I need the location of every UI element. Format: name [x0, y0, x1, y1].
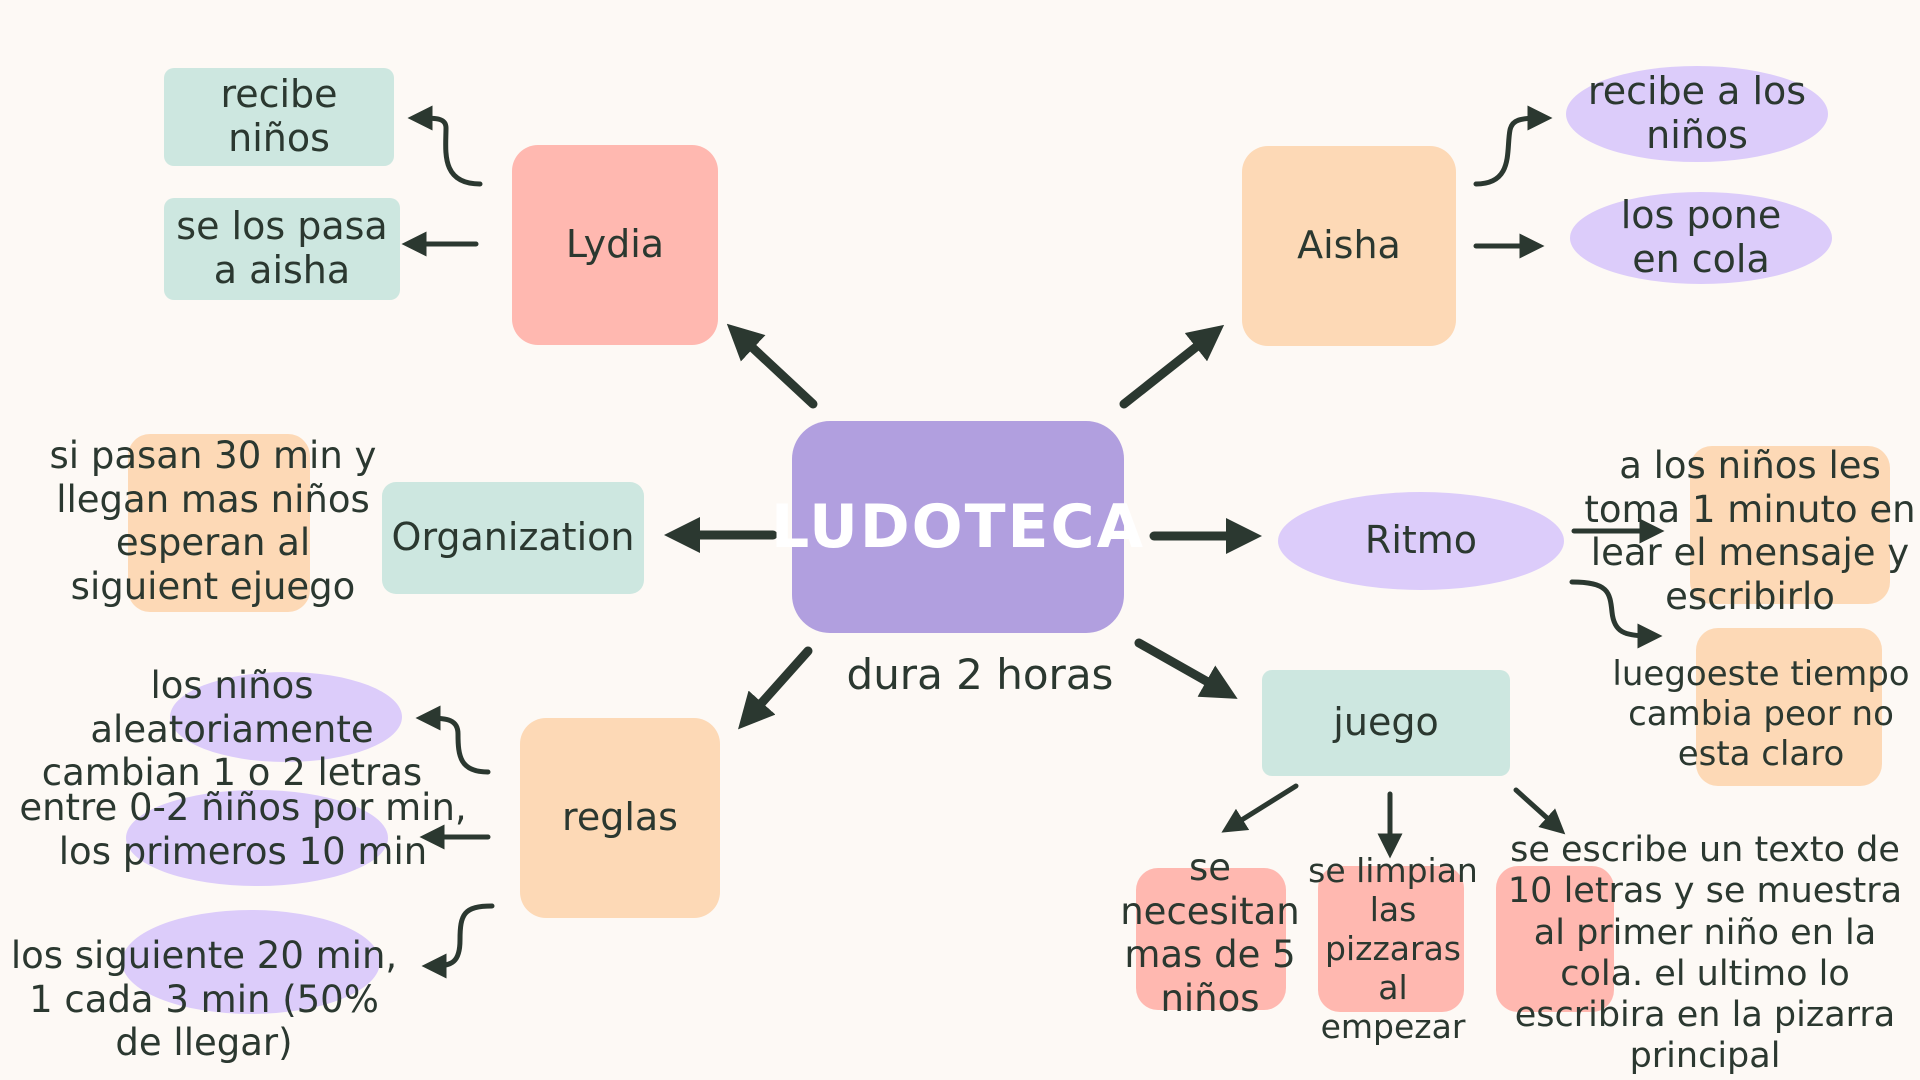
aisha-item-cola: los pone en cola — [1620, 193, 1782, 281]
arrow-center-to-reglas — [738, 646, 813, 730]
lydia-item-box: recibe niños — [164, 68, 394, 166]
arrow-center-to-juego — [1134, 638, 1238, 699]
arrow-reglas-siguiente — [421, 903, 495, 979]
reglas-item-siguiente: los siguiente 20 min, 1 cada 3 min (50% … — [10, 934, 398, 1065]
reglas-item-backdrop — [126, 790, 388, 886]
organization-label: Organization — [391, 515, 635, 560]
center-title: LUDOTECA — [771, 491, 1146, 562]
aisha-label: Aisha — [1297, 223, 1401, 268]
organization-note-backdrop — [128, 434, 310, 612]
organization-node: Organization — [382, 482, 644, 594]
ritmo-label: Ritmo — [1364, 518, 1478, 563]
ritmo-item-backdrop — [1696, 628, 1882, 786]
lydia-item-box: se los pasa a aisha — [164, 198, 400, 300]
juego-node: juego — [1262, 670, 1510, 776]
arrow-reglas-letras — [415, 705, 491, 775]
aisha-item-box: los pone en cola — [1570, 192, 1832, 284]
arrow-aisha-recibe — [1473, 105, 1553, 187]
arrow-center-to-aisha — [1119, 324, 1225, 409]
reglas-item-backdrop — [170, 672, 402, 762]
aisha-item-recibe: recibe a los niños — [1587, 69, 1807, 157]
juego-item-backdrop — [1318, 866, 1464, 1012]
reglas-item-letras: los niños aleatoriamente cambian 1 o 2 l… — [41, 664, 423, 795]
juego-item-necesitan: se necesitan mas de 5 niños — [1120, 846, 1300, 1020]
reglas-item-backdrop — [122, 910, 380, 1014]
arrow-juego-necesitan — [1221, 783, 1299, 833]
juego-item-limpian: se limpian las pizzaras al empezar — [1308, 851, 1478, 1046]
lydia-node: Lydia — [512, 145, 718, 345]
aisha-item-box: recibe a los niños — [1566, 66, 1828, 162]
organization-note: si pasan 30 min y llegan mas niños esper… — [49, 434, 377, 608]
lydia-label: Lydia — [565, 222, 665, 267]
center-node: LUDOTECA — [771, 421, 1143, 633]
reglas-node: reglas — [520, 718, 720, 918]
reglas-item-ninos: entre 0-2 ñiños por min, los primeros 10… — [19, 786, 467, 873]
juego-label: juego — [1333, 700, 1439, 745]
reglas-label: reglas — [562, 795, 678, 840]
juego-item-backdrop — [1496, 866, 1614, 1012]
ritmo-item-tiempo: luegoeste tiempo cambia peor no esta cla… — [1612, 654, 1910, 775]
juego-item-texto: se escribe un texto de 10 letras y se mu… — [1507, 830, 1903, 1077]
lydia-item-pasa: se los pasa a aisha — [176, 204, 388, 292]
arrow-center-to-lydia — [726, 323, 818, 409]
aisha-node: Aisha — [1242, 146, 1456, 346]
ritmo-node: Ritmo — [1278, 492, 1564, 590]
center-subtitle: dura 2 horas — [846, 650, 1114, 699]
lydia-item-recibe: recibe niños — [220, 72, 338, 160]
juego-item-backdrop — [1136, 868, 1286, 1010]
arrow-ritmo-tiempo — [1569, 579, 1663, 649]
arrow-lydia-recibe — [407, 105, 483, 187]
ritmo-item-minuto: a los niños les toma 1 minuto en lear el… — [1584, 444, 1916, 618]
arrow-juego-texto — [1513, 787, 1566, 835]
ritmo-item-backdrop — [1690, 446, 1890, 604]
